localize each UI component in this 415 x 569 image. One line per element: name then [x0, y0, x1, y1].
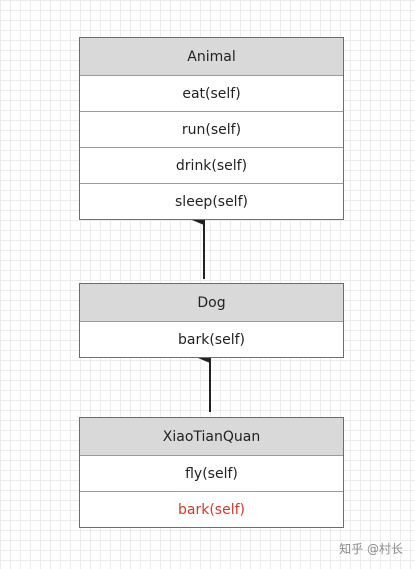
class-xiaotianquan[interactable]: XiaoTianQuan fly(self) bark(self) [79, 417, 344, 528]
class-name-xiaotianquan: XiaoTianQuan [80, 418, 343, 455]
method-eat: eat(self) [80, 75, 343, 111]
method-bark-override: bark(self) [80, 491, 343, 527]
method-fly: fly(self) [80, 455, 343, 491]
method-bark: bark(self) [80, 321, 343, 357]
method-sleep: sleep(self) [80, 183, 343, 219]
class-name-dog: Dog [80, 284, 343, 321]
method-run: run(self) [80, 111, 343, 147]
class-dog[interactable]: Dog bark(self) [79, 283, 344, 358]
class-name-animal: Animal [80, 38, 343, 75]
watermark: 知乎 @村长 [339, 542, 403, 556]
method-drink: drink(self) [80, 147, 343, 183]
class-animal[interactable]: Animal eat(self) run(self) drink(self) s… [79, 37, 344, 220]
